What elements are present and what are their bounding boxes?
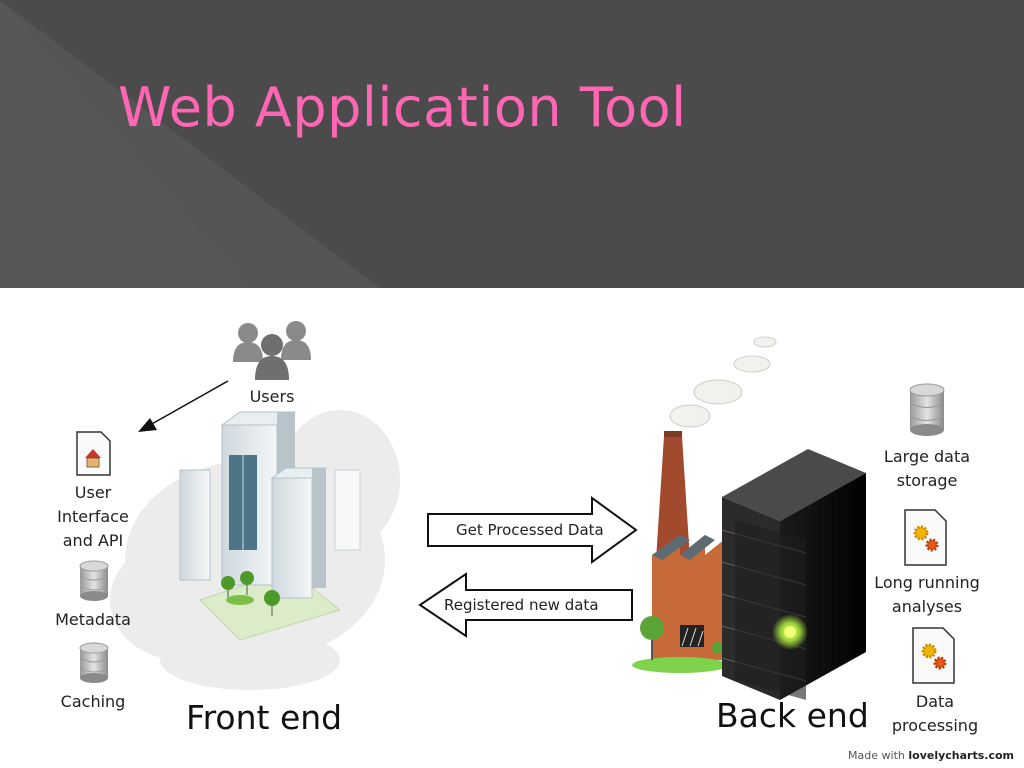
long-running-analyses-label: Long running analyses — [874, 573, 980, 616]
server-icon — [721, 449, 866, 700]
credit-prefix: Made with — [848, 749, 905, 762]
database-icon — [909, 383, 945, 436]
caching-label: Caching — [60, 692, 126, 711]
get-processed-data-arrow — [427, 496, 638, 564]
back-end-label: Back end — [716, 696, 869, 735]
users-icon — [233, 321, 311, 380]
ui-label: User Interface and API — [57, 483, 129, 550]
credit-line: Made with lovelycharts.com — [848, 749, 1014, 762]
gear-document-icon — [912, 627, 955, 684]
document-home-icon — [76, 431, 111, 476]
credit-brand: lovelycharts.com — [908, 749, 1014, 762]
large-data-storage-label: Large data storage — [883, 447, 971, 490]
registered-new-data-label: Registered new data — [444, 596, 599, 614]
diagram-graphics — [76, 321, 955, 700]
architecture-diagram: Users User Interface and API Metadata Ca… — [0, 288, 1024, 768]
header-decoration — [0, 0, 380, 288]
database-icon — [79, 560, 109, 601]
database-icon — [79, 642, 109, 683]
smoke — [669, 336, 777, 428]
slide-title: Web Application Tool — [118, 76, 687, 139]
factory-icon — [632, 431, 730, 673]
get-processed-data-label: Get Processed Data — [456, 521, 604, 539]
slide-header: Web Application Tool — [0, 0, 1024, 288]
building-icon — [179, 411, 361, 641]
users-to-ui-arrow — [138, 380, 229, 432]
registered-new-data-arrow — [418, 572, 633, 638]
metadata-label: Metadata — [55, 610, 131, 629]
data-processing-label: Data processing — [891, 692, 979, 735]
gear-document-icon — [904, 509, 947, 566]
front-end-label: Front end — [186, 698, 343, 737]
users-label: Users — [249, 387, 295, 406]
